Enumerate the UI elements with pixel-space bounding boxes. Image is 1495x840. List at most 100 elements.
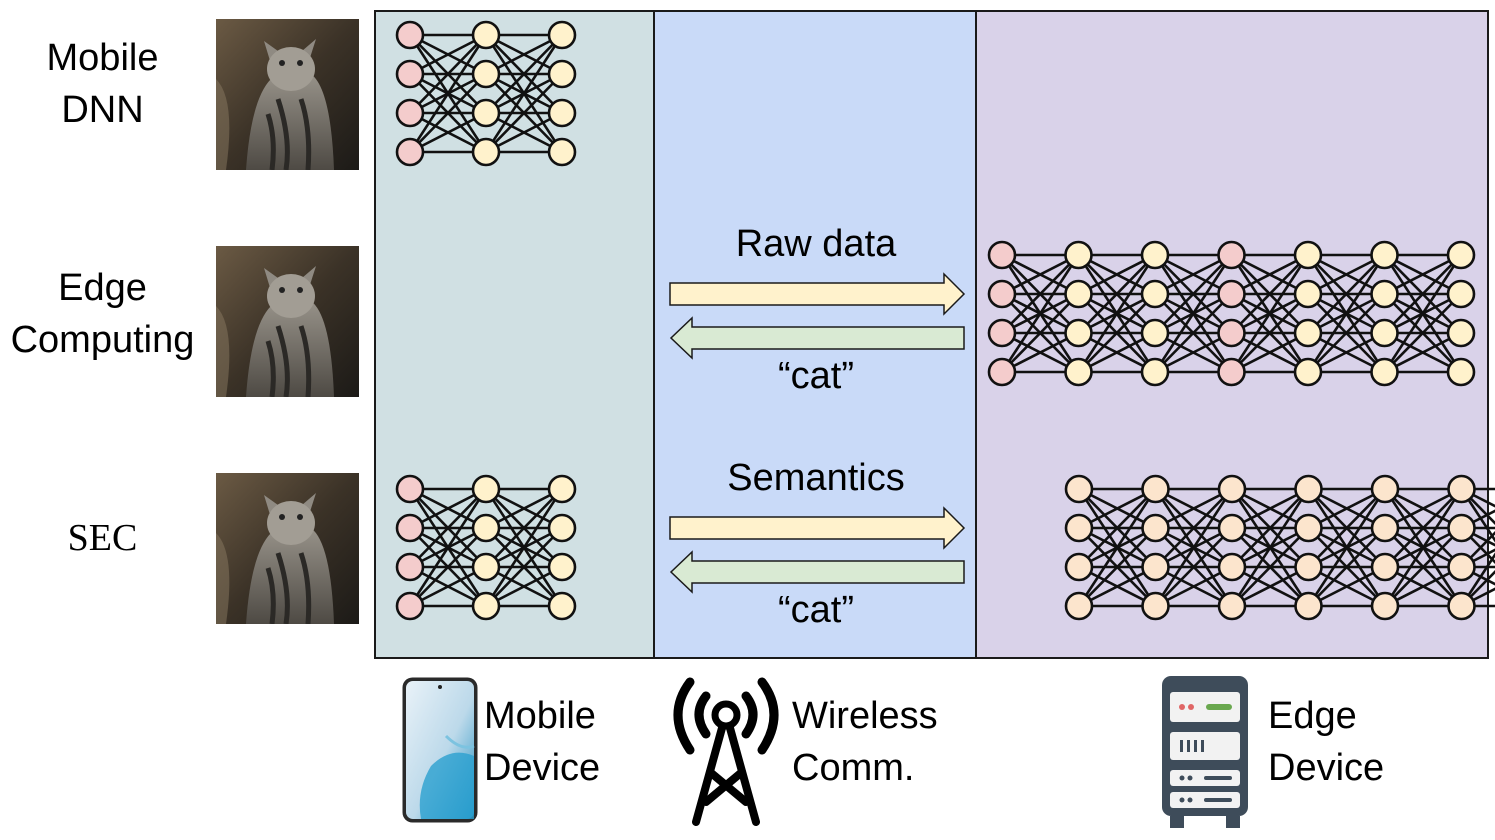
cat-return-arrow (669, 550, 965, 594)
network-edge (1307, 488, 1387, 607)
network-node (395, 513, 425, 543)
network-node (1370, 474, 1400, 504)
network-node (1064, 552, 1094, 582)
network-node (1447, 513, 1476, 543)
network-node (1217, 552, 1247, 582)
raw-data-arrow (669, 272, 966, 316)
semantics-label: Semantics (727, 457, 905, 499)
network-node (1293, 318, 1323, 348)
row-label-line: Computing (10, 319, 195, 361)
network-node (1217, 513, 1247, 543)
network-node (1140, 279, 1170, 309)
network-node (471, 474, 501, 504)
network-edge (1460, 509, 1495, 530)
network-node (1064, 513, 1094, 543)
row-label-line: DNN (61, 89, 144, 131)
network-node (1293, 279, 1323, 309)
network-edge (1154, 488, 1233, 568)
network-edge (1077, 254, 1157, 373)
network-node (1370, 279, 1399, 309)
wireless-comm-label-line: Wireless (792, 695, 938, 737)
network-edge (485, 34, 563, 114)
network-edge (485, 527, 563, 607)
network-edge (408, 34, 488, 153)
network-node (1141, 552, 1170, 582)
network-edge (1230, 488, 1310, 607)
network-edge (409, 527, 487, 607)
cat-result-label: “cat” (778, 355, 854, 397)
network-edge (1307, 488, 1386, 568)
mobile-device-label-line: Mobile (484, 695, 596, 737)
network-node (1217, 240, 1246, 270)
network-node (987, 357, 1017, 387)
network-node (1140, 357, 1170, 387)
network-node (547, 98, 577, 128)
network-edge (1307, 293, 1386, 373)
network-node (471, 59, 501, 89)
network-node (1064, 357, 1093, 387)
network-edge (1384, 487, 1463, 530)
network-edge (1307, 331, 1386, 374)
network-node (987, 318, 1017, 348)
network-edge (1384, 527, 1463, 607)
network-edge (1460, 530, 1495, 568)
mobile-device-label-line: Device (484, 747, 601, 789)
network-node (395, 552, 425, 582)
arrow-shape (669, 272, 966, 316)
network-node (1140, 240, 1170, 270)
edge-computing-network (987, 240, 1476, 387)
network-node (1370, 318, 1399, 348)
cat-photo (216, 246, 359, 397)
network-node (547, 591, 577, 621)
network-edge (1077, 331, 1156, 374)
network-node (471, 20, 501, 50)
network-edge (1460, 548, 1495, 569)
arrow-shape (669, 316, 965, 360)
network-node (1217, 279, 1246, 309)
network-node (395, 20, 425, 50)
network-edge (1078, 487, 1157, 530)
network-node (1370, 552, 1400, 582)
network-node (1447, 552, 1476, 582)
network-edge (1001, 254, 1080, 334)
row-label-mobile-dnn: Mobile DNN (0, 32, 205, 136)
network-node (547, 513, 577, 543)
network-node (547, 552, 577, 582)
network-edge (1231, 488, 1310, 568)
network-node (1446, 318, 1476, 348)
network-edge (1230, 254, 1309, 334)
network-edge (1001, 331, 1080, 374)
network-node (1446, 357, 1476, 387)
network-node (1294, 513, 1323, 543)
network-edge (484, 488, 564, 607)
network-node (1370, 357, 1399, 387)
network-node (1064, 474, 1094, 504)
network-edge (1153, 254, 1233, 373)
network-node (1294, 474, 1323, 504)
network-node (1217, 591, 1247, 621)
network-edge (1078, 565, 1157, 608)
network-node (1217, 474, 1247, 504)
network-node (1446, 240, 1476, 270)
edge-device-label: Edge Device (1268, 690, 1384, 794)
network-edge (1460, 565, 1495, 586)
network-edge (1231, 565, 1310, 608)
wireless-comm-label: Wireless Comm. (792, 690, 938, 794)
network-node (1141, 591, 1170, 621)
network-node (1446, 279, 1476, 309)
network-node (547, 137, 577, 167)
row-label-line: Edge (58, 267, 147, 309)
network-edge (1383, 254, 1463, 373)
network-node (1064, 318, 1093, 348)
server-icon (1162, 676, 1248, 828)
row-label-line: SEC (67, 517, 138, 559)
mobile-device-label: Mobile Device (484, 690, 600, 794)
sec-edge-network (1064, 474, 1495, 621)
network-node (1064, 591, 1094, 621)
network-edge (484, 34, 564, 153)
network-node (1064, 240, 1093, 270)
network-edge (1460, 526, 1495, 547)
semantics-arrow (669, 506, 966, 550)
sec-mobile-network (395, 474, 577, 621)
network-node (1293, 240, 1323, 270)
